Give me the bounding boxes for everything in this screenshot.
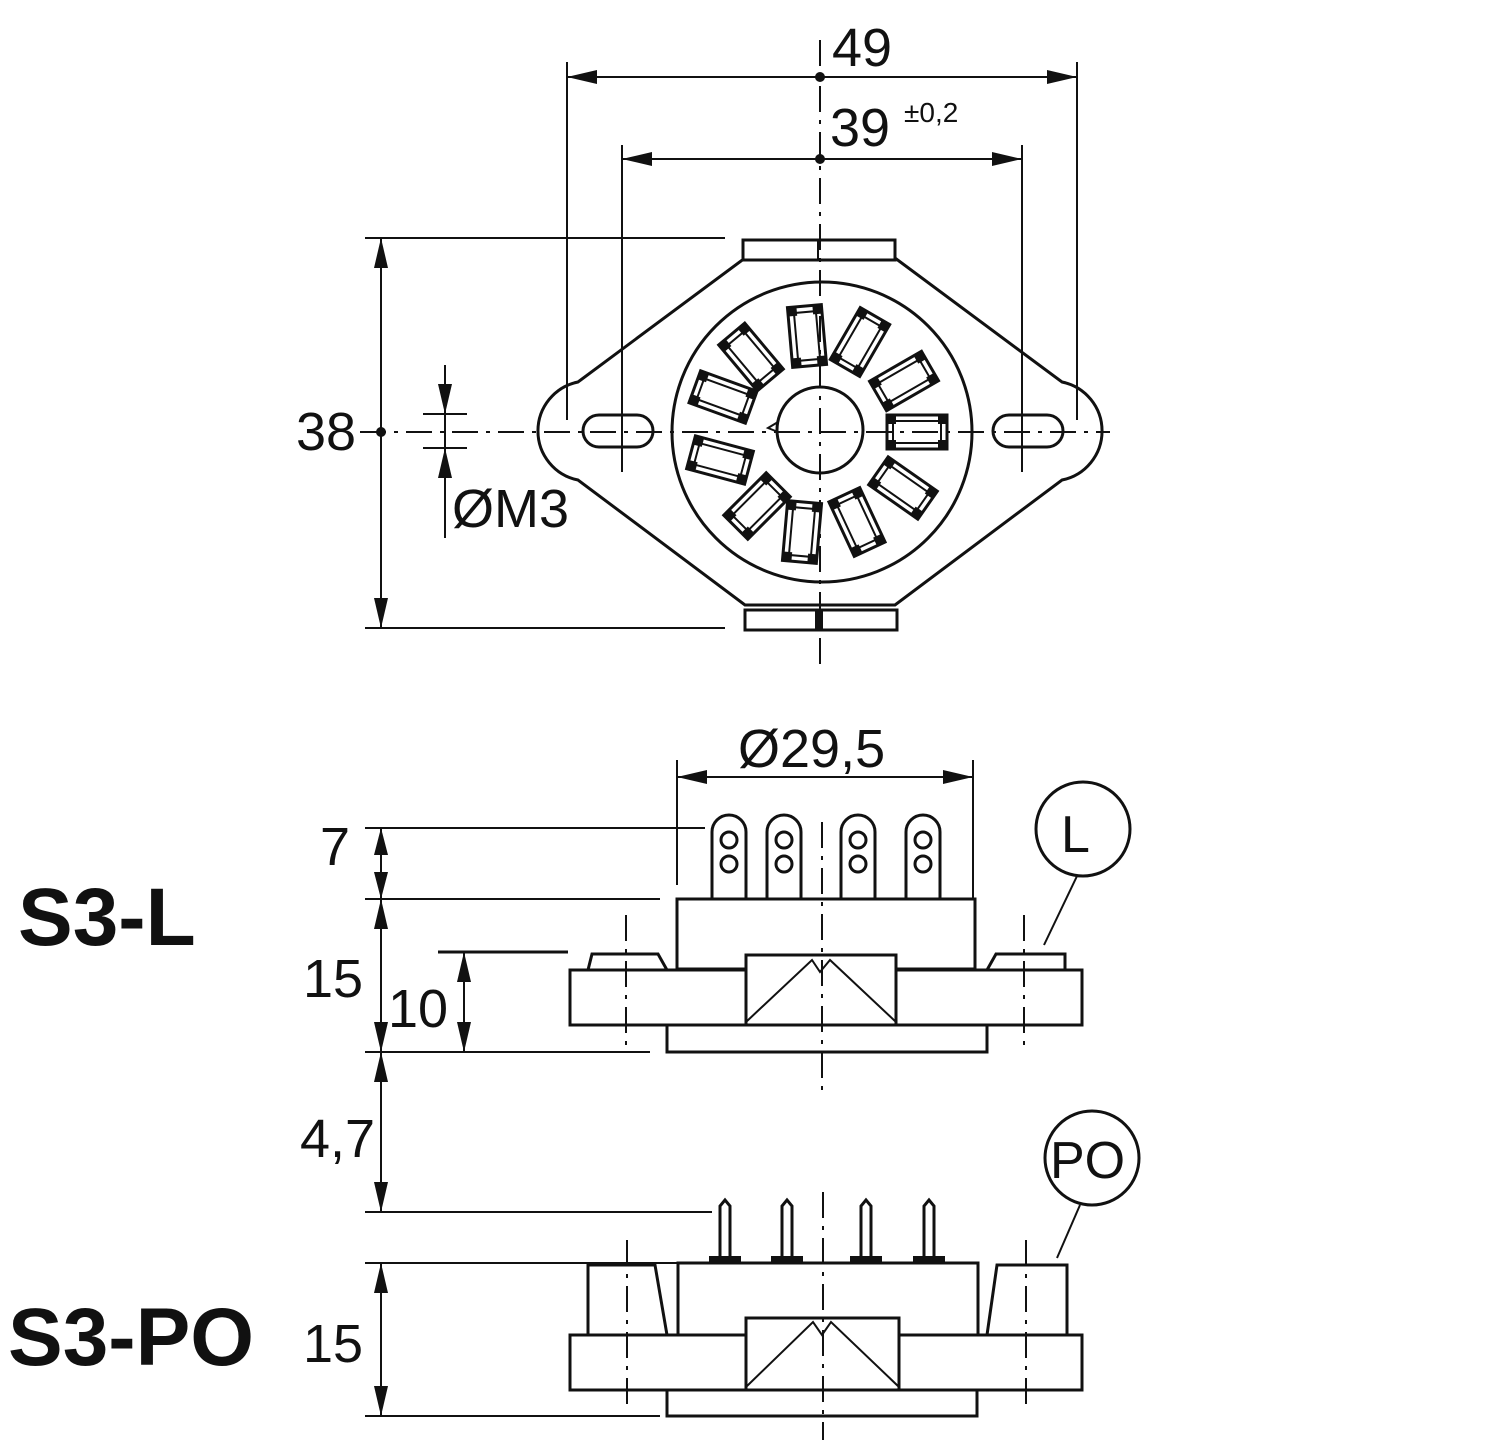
pin-height-dimension: 4,7 (300, 1052, 388, 1212)
overall-height-label: 38 (296, 402, 356, 462)
overall-width-label: 49 (832, 18, 892, 78)
bottom-plate-l (665, 1023, 989, 1054)
callout-circle-po (1043, 1109, 1141, 1207)
side-view-po: 15 PO S3-PO (8, 1109, 1141, 1440)
model-label-s3-l: S3-L (18, 872, 196, 963)
model-label-s3-po: S3-PO (8, 1292, 254, 1383)
terminal-height-label: 7 (320, 817, 350, 877)
callout-l-label: L (1061, 806, 1090, 864)
hole-pitch-label: 39 (830, 98, 890, 158)
socket-diameter-label: Ø29,5 (738, 719, 885, 779)
side-view-l: Ø29,5 7 15 (18, 719, 1132, 1095)
pin-height-label: 4,7 (300, 1109, 375, 1169)
callout-po-label: PO (1050, 1132, 1125, 1190)
flange-height-label: 10 (388, 979, 448, 1039)
body-height-l-label: 15 (303, 949, 363, 1009)
top-view: 49 39 ±0,2 38 ØM3 (296, 18, 1110, 665)
body-height-po-label: 15 (303, 1314, 363, 1374)
callout-circle-l (1034, 780, 1132, 878)
hole-pitch-tolerance: ±0,2 (904, 97, 958, 128)
hole-size-label: ØM3 (452, 479, 569, 539)
